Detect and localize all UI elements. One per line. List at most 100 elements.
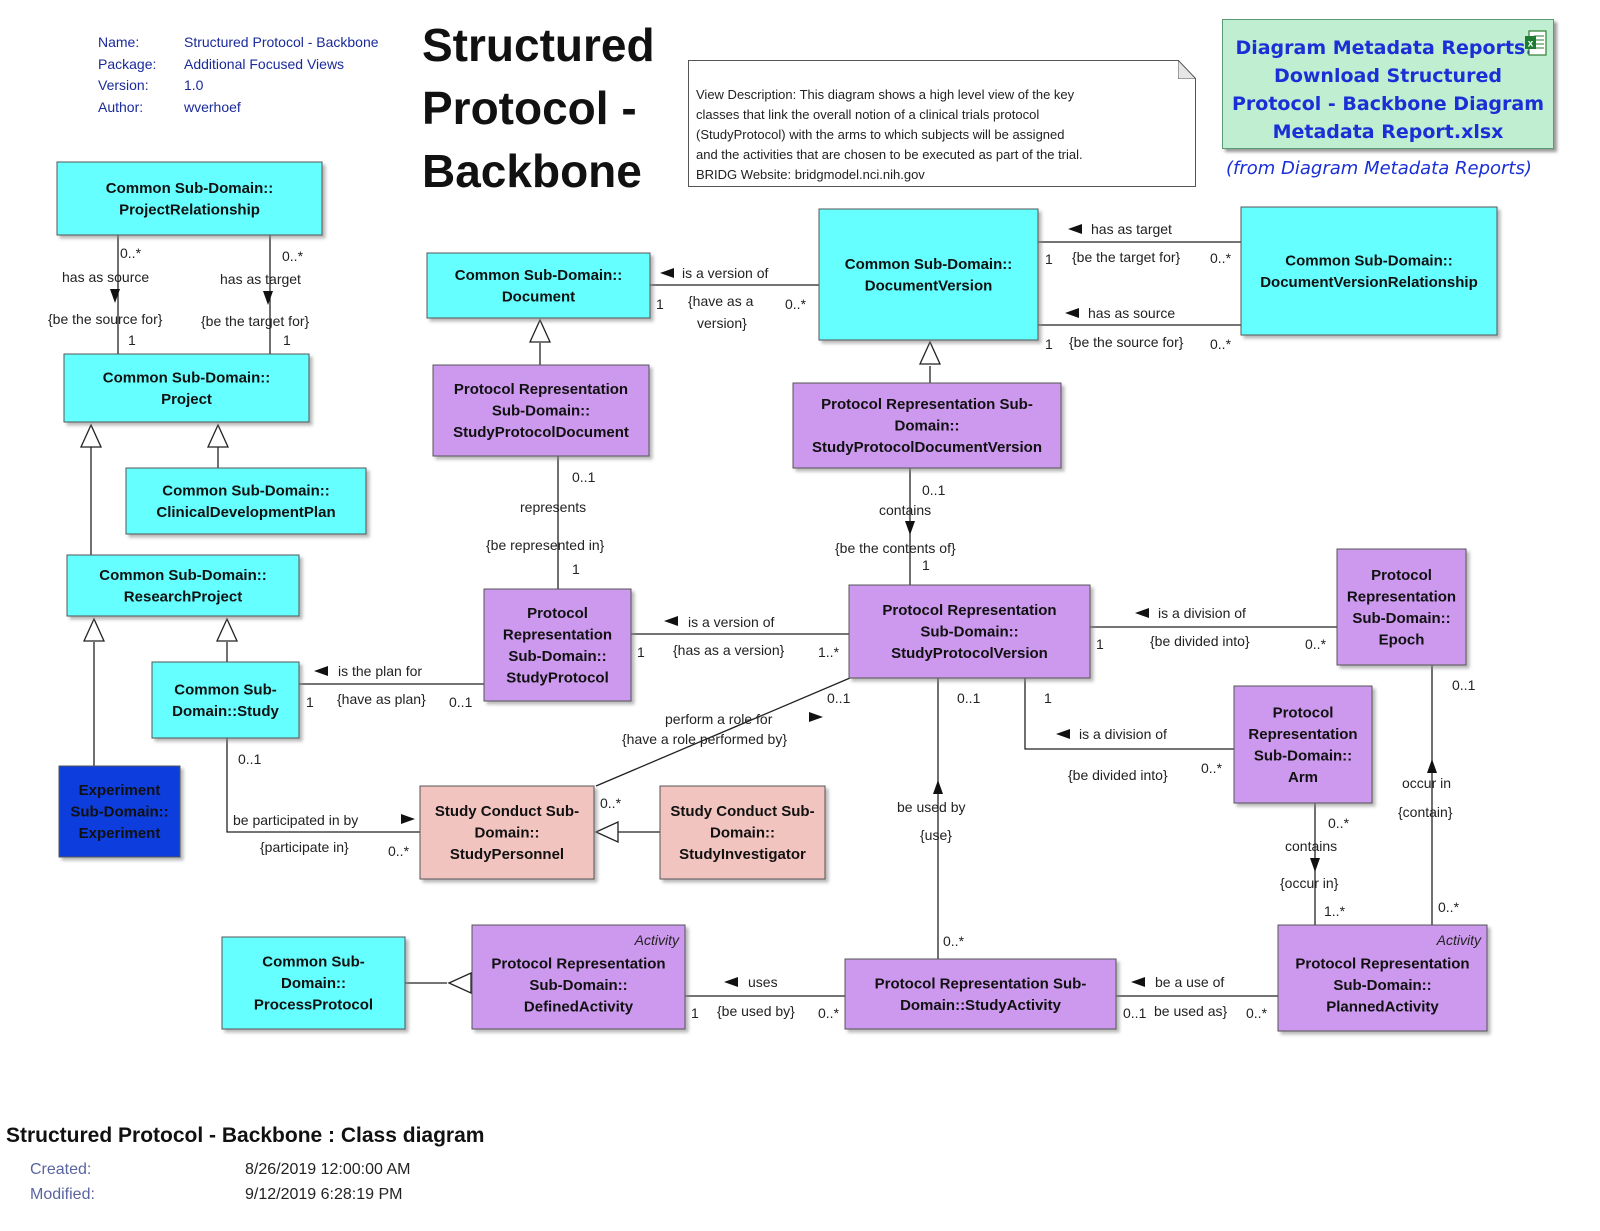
- direction-arrow-icon: [664, 616, 678, 626]
- association-label: 1: [691, 1005, 699, 1021]
- association-label: 0..*: [1305, 636, 1327, 652]
- association-label: {be the source for}: [1069, 334, 1184, 350]
- package-value: Additional Focused Views: [184, 55, 345, 72]
- class-name-line: Sub-Domain::: [1254, 747, 1352, 764]
- association-label: 0..1: [1123, 1005, 1147, 1021]
- association-label: contains: [1285, 838, 1337, 854]
- name-value: Structured Protocol - Backbone: [184, 34, 379, 50]
- diagram-title: Structured Protocol - Backbone: [422, 19, 655, 197]
- class-name-line: DefinedActivity: [524, 999, 634, 1016]
- class-clinical-development-plan[interactable]: Common Sub-Domain::ClinicalDevelopmentPl…: [125, 467, 367, 535]
- association-label: 0..*: [120, 245, 142, 261]
- class-study-activity[interactable]: Protocol Representation Sub-Domain::Stud…: [844, 958, 1117, 1030]
- class-study-personnel[interactable]: Study Conduct Sub-Domain::StudyPersonnel: [419, 785, 595, 880]
- association-label: 1: [128, 332, 136, 348]
- class-process-protocol[interactable]: Common Sub-Domain::ProcessProtocol: [221, 936, 406, 1030]
- class-name-line: Protocol Representation: [882, 602, 1056, 619]
- class-name-line: Arm: [1288, 769, 1318, 786]
- association-line: [595, 677, 851, 787]
- association-label: 0..*: [1438, 899, 1460, 915]
- class-box: [844, 958, 1117, 1030]
- report-line: Metadata Report.xlsx: [1272, 121, 1504, 143]
- association-label: {be represented in}: [486, 537, 605, 553]
- direction-arrow-icon: [110, 289, 120, 303]
- report-line: Diagram Metadata Reports::: [1235, 37, 1541, 59]
- class-study-protocol-document-version[interactable]: Protocol Representation Sub-Domain::Stud…: [792, 382, 1062, 469]
- association-label: 0..*: [282, 248, 304, 264]
- association-label: 0..*: [1210, 250, 1232, 266]
- author-label: Author:: [98, 98, 144, 115]
- class-study[interactable]: Common Sub-Domain::Study: [151, 661, 300, 739]
- class-name-line: Common Sub-Domain::: [106, 180, 273, 197]
- class-research-project[interactable]: Common Sub-Domain::ResearchProject: [66, 554, 300, 617]
- association-label: {have a role performed by}: [622, 731, 787, 747]
- class-box: [1277, 924, 1488, 1032]
- class-name-line: StudyProtocol: [506, 669, 609, 686]
- class-name-line: Experiment: [79, 782, 161, 799]
- note-line: and the activities that are chosen to be…: [696, 147, 1083, 162]
- class-name-line: Protocol: [1371, 567, 1432, 584]
- class-name-line: Document: [502, 288, 575, 305]
- direction-arrow-icon: [905, 521, 915, 535]
- generalization-arrow: [206, 423, 230, 448]
- association-label: contains: [879, 502, 931, 518]
- class-name-line: Sub-Domain::: [508, 648, 606, 665]
- association-label: is the plan for: [338, 663, 422, 679]
- modified-row: Modified:9/12/2019 6:28:19 PM: [30, 1186, 402, 1204]
- class-study-protocol[interactable]: ProtocolRepresentationSub-Domain::StudyP…: [483, 588, 632, 702]
- class-name-line: Common Sub-Domain::: [845, 256, 1012, 273]
- class-name-line: Domain::StudyActivity: [900, 997, 1062, 1014]
- class-name-line: Sub-Domain::: [920, 624, 1018, 641]
- modified-value: 9/12/2019 6:28:19 PM: [245, 1186, 403, 1203]
- class-name-line: Representation: [1248, 726, 1357, 743]
- class-project[interactable]: Common Sub-Domain::Project: [63, 353, 310, 423]
- class-study-protocol-version[interactable]: Protocol RepresentationSub-Domain::Study…: [848, 584, 1091, 679]
- direction-arrow-icon: [1427, 759, 1437, 773]
- class-study-protocol-document[interactable]: Protocol RepresentationSub-Domain::Study…: [432, 364, 650, 457]
- class-box: [848, 584, 1091, 679]
- direction-arrow-icon: [1131, 977, 1145, 987]
- note-line: classes that link the overall notion of …: [696, 107, 1040, 122]
- association-label: occur in: [1402, 775, 1451, 791]
- association-line: [226, 738, 420, 833]
- class-box: [221, 936, 406, 1030]
- class-name-line: Representation: [1347, 588, 1456, 605]
- class-name-line: StudyProtocolDocumentVersion: [812, 439, 1042, 456]
- association-label: is a division of: [1158, 605, 1246, 621]
- generalization-arrow: [528, 318, 552, 343]
- association-label: be used as}: [1154, 1003, 1227, 1019]
- class-name-line: StudyPersonnel: [450, 846, 564, 863]
- class-name-line: Protocol Representation: [491, 956, 665, 973]
- class-box: [659, 785, 826, 880]
- class-document[interactable]: Common Sub-Domain::Document: [426, 252, 651, 319]
- association-label: 0..1: [1452, 677, 1476, 693]
- class-document-version[interactable]: Common Sub-Domain::DocumentVersion: [818, 208, 1039, 341]
- class-name-line: Protocol Representation Sub-: [875, 975, 1087, 992]
- generalization-arrow: [447, 971, 472, 995]
- association-label: {be divided into}: [1150, 633, 1250, 649]
- created-value: 8/26/2019 12:00:00 AM: [245, 1161, 411, 1178]
- class-document-version-relationship[interactable]: Common Sub-Domain::DocumentVersionRelati…: [1240, 206, 1498, 336]
- metadata-report-link[interactable]: Diagram Metadata Reports:: Download Stru…: [1222, 19, 1554, 149]
- association-line: [1024, 678, 1234, 750]
- association-label: 1: [637, 644, 645, 660]
- association-label: 0..*: [818, 1005, 840, 1021]
- class-name-line: ProcessProtocol: [254, 997, 373, 1014]
- report-line: Download Structured: [1274, 65, 1502, 87]
- class-name-line: ClinicalDevelopmentPlan: [156, 504, 335, 521]
- association-label: {contain}: [1398, 804, 1453, 820]
- class-name-line: Epoch: [1379, 631, 1425, 648]
- association-label: 0..1: [238, 751, 262, 767]
- class-name-line: Domain::: [710, 825, 775, 842]
- created-row: Created:8/26/2019 12:00:00 AM: [30, 1161, 410, 1179]
- class-name-line: DocumentVersion: [865, 277, 993, 294]
- class-project-relationship[interactable]: Common Sub-Domain::ProjectRelationship: [56, 161, 323, 236]
- class-study-investigator[interactable]: Study Conduct Sub-Domain::StudyInvestiga…: [659, 785, 826, 880]
- association-label: {participate in}: [260, 839, 349, 855]
